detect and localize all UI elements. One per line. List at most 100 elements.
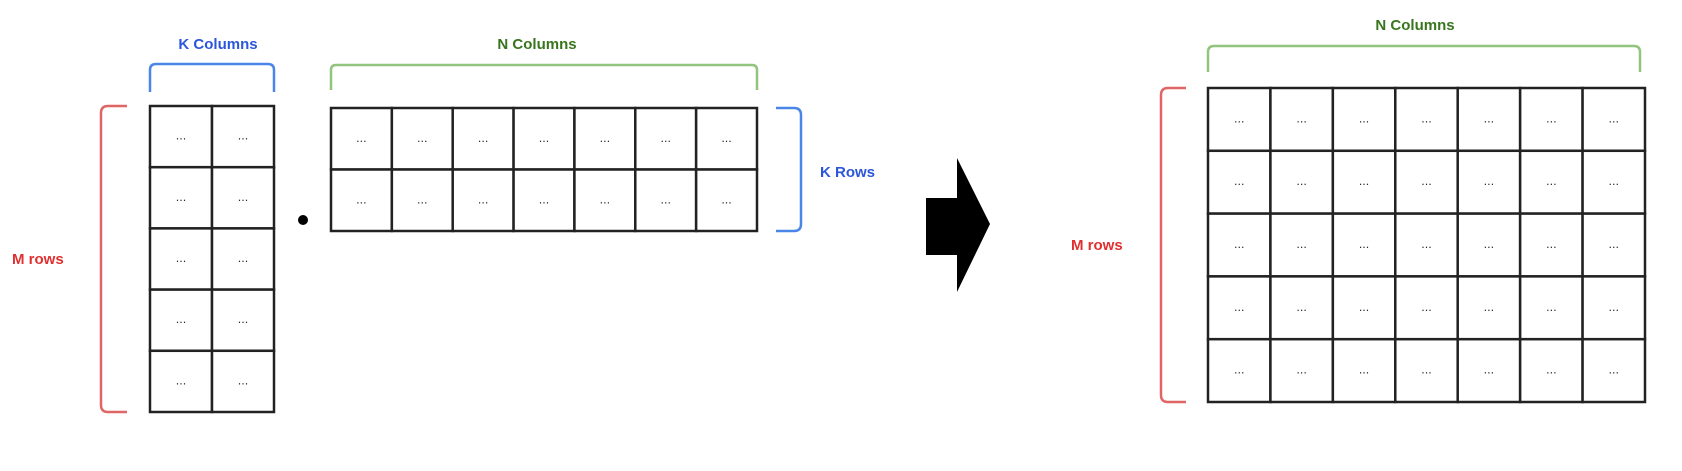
matrix-c-cell (1206, 275, 1272, 341)
matrix-c-cell-text: ... (1546, 238, 1557, 251)
matrix-b-cell-text: ... (356, 193, 367, 206)
matrix-c-cell-text: ... (1421, 238, 1432, 251)
matrix-c: ........................................… (1206, 86, 1647, 404)
matrix-a-cell-text: ... (238, 252, 249, 265)
result-arrow (926, 158, 990, 292)
matrix-c-cell-text: ... (1609, 238, 1620, 251)
matrix-a-cell (210, 349, 276, 414)
a-rows-label: M rows (12, 251, 64, 268)
matrix-c-cell-text: ... (1359, 175, 1370, 188)
matrix-a-cell-text: ... (238, 313, 249, 326)
matrix-a-cell (210, 165, 276, 230)
matrix-c-cell-text: ... (1359, 364, 1370, 377)
matrix-c-cell (1581, 212, 1647, 278)
matrix-b-cell (512, 168, 576, 233)
matrix-c-cell-text: ... (1421, 364, 1432, 377)
matrix-b-cell (512, 106, 576, 171)
matrix-b-cell (634, 168, 698, 233)
matrix-c-cell-text: ... (1296, 364, 1307, 377)
b-columns-label: N Columns (497, 36, 576, 53)
matrix-c-cell-text: ... (1296, 301, 1307, 314)
c-rows-brace (1159, 86, 1186, 404)
a-columns-brace (148, 62, 276, 92)
matrix-c-cell (1394, 337, 1459, 404)
matrix-c-cell-text: ... (1484, 301, 1495, 314)
matrix-c-cell-text: ... (1609, 112, 1620, 125)
matrix-c-cell-text: ... (1609, 364, 1620, 377)
matrix-c-cell (1581, 337, 1647, 404)
matrix-c-cell (1456, 86, 1522, 153)
matrix-c-cell-text: ... (1359, 112, 1370, 125)
matrix-b-cell-text: ... (417, 132, 428, 145)
matrix-a-cell-text: ... (176, 252, 187, 265)
matrix-b-cell-text: ... (417, 193, 428, 206)
matrix-c-cell (1518, 275, 1584, 341)
matrix-b-cell-text: ... (721, 132, 732, 145)
matrix-b-cell-text: ... (721, 193, 732, 206)
matrix-c-cell-text: ... (1359, 238, 1370, 251)
matrix-b-cell-text: ... (600, 132, 611, 145)
a-columns-label: K Columns (178, 36, 257, 53)
matrix-a-cell-text: ... (238, 130, 249, 143)
matrix-c-cell-text: ... (1296, 238, 1307, 251)
matrix-a-cell-text: ... (176, 191, 187, 204)
matrix-a-cell-text: ... (238, 374, 249, 387)
matrix-b-cell-text: ... (539, 132, 550, 145)
matrix-b-cell-text: ... (356, 132, 367, 145)
matrix-c-cell (1456, 149, 1522, 215)
matrix-b-cell (573, 168, 637, 233)
matrix-c-cell (1331, 275, 1397, 341)
matrix-a-cell (210, 288, 276, 353)
c-columns-label: N Columns (1375, 17, 1454, 34)
matrix-b-cell-text: ... (478, 193, 489, 206)
matrix-b-cell-text: ... (478, 132, 489, 145)
matrix-a-cell (210, 227, 276, 291)
c-columns-brace (1206, 44, 1642, 72)
matrix-a-cell-text: ... (238, 191, 249, 204)
matrix-c-cell-text: ... (1234, 364, 1245, 377)
matrix-b-cell (694, 168, 759, 233)
b-rows-label: K Rows (820, 164, 875, 181)
matrix-c-cell (1518, 149, 1584, 215)
matrix-c-cell-text: ... (1546, 301, 1557, 314)
matrix-a-cell-text: ... (176, 374, 187, 387)
matrix-c-cell-text: ... (1484, 175, 1495, 188)
matrix-c-cell-text: ... (1359, 301, 1370, 314)
c-rows-label: M rows (1071, 237, 1123, 254)
matrix-c-cell-text: ... (1421, 301, 1432, 314)
matrix-a-cell-text: ... (176, 313, 187, 326)
matrix-c-cell-text: ... (1546, 175, 1557, 188)
b-rows-brace (776, 106, 803, 233)
matrix-b-cell-text: ... (539, 193, 550, 206)
matrix-c-cell (1269, 337, 1335, 404)
matrix-c-cell-text: ... (1234, 301, 1245, 314)
matrix-c-cell-text: ... (1234, 238, 1245, 251)
matrix-c-cell-text: ... (1234, 175, 1245, 188)
matrix-c-cell (1206, 337, 1272, 404)
matrix-c-cell-text: ... (1234, 112, 1245, 125)
matrix-c-cell-text: ... (1484, 238, 1495, 251)
matrix-c-cell-text: ... (1484, 364, 1495, 377)
matrix-c-cell-text: ... (1296, 112, 1307, 125)
matrix-b-cell (390, 168, 454, 233)
a-rows-brace (99, 104, 127, 414)
matrix-c-cell-text: ... (1609, 301, 1620, 314)
matrix-b-cell (694, 106, 759, 171)
matrix-b-cell (451, 168, 515, 233)
matrix-c-cell-text: ... (1421, 175, 1432, 188)
matrix-c-cell (1331, 337, 1397, 404)
matrix-a-cell (148, 349, 214, 414)
dot-operator (298, 215, 308, 225)
matrix-c-cell-text: ... (1484, 112, 1495, 125)
matrix-c-cell (1581, 86, 1647, 153)
matrix-b: ........................................… (329, 106, 759, 233)
matrix-b-cell (390, 106, 454, 171)
b-columns-brace (329, 63, 759, 90)
matrix-c-cell-text: ... (1421, 112, 1432, 125)
matrix-b-cell-text: ... (600, 193, 611, 206)
matrix-b-cell (634, 106, 698, 171)
matrix-c-cell (1456, 337, 1522, 404)
matrix-c-cell-text: ... (1609, 175, 1620, 188)
matrix-c-cell-text: ... (1296, 175, 1307, 188)
